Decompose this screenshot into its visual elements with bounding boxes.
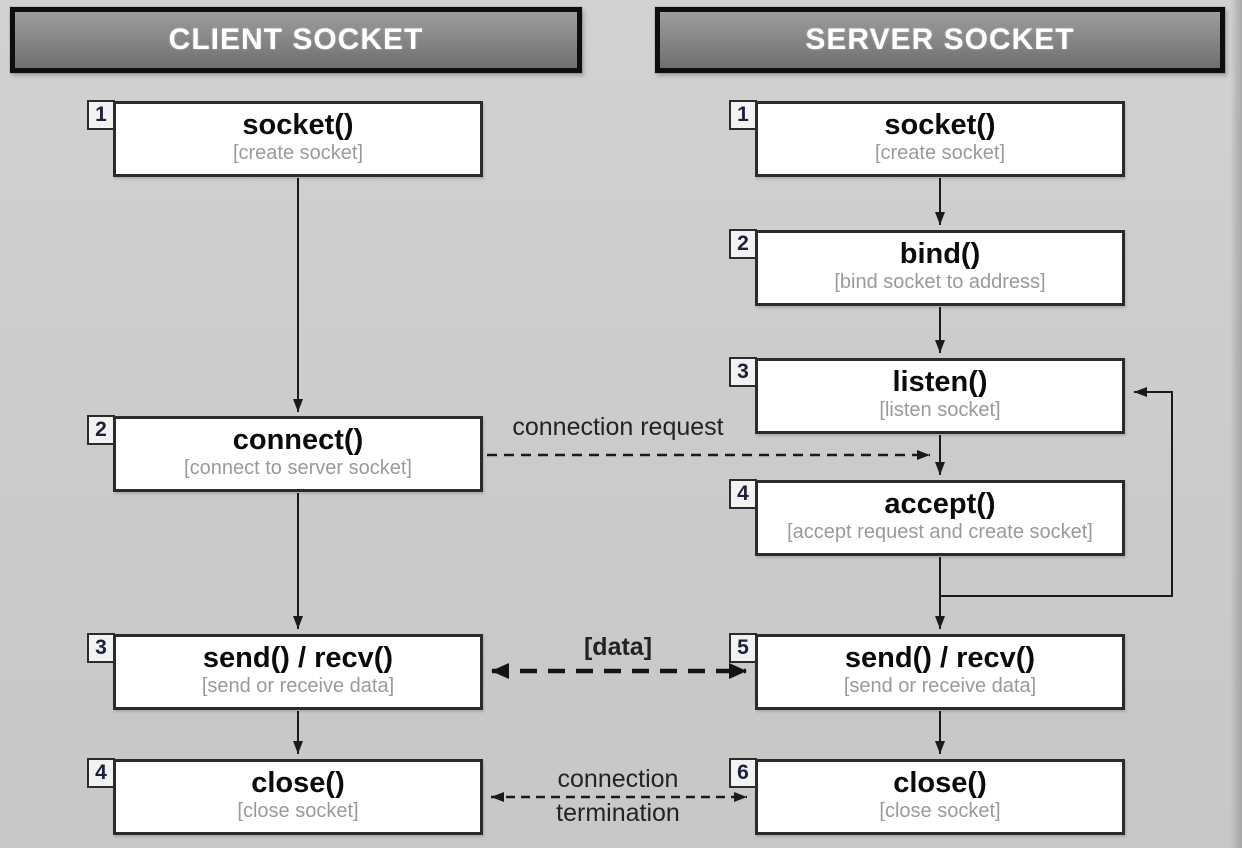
connection-request-label: connection request — [512, 413, 724, 441]
function-name: close() — [893, 767, 987, 799]
function-caption: [bind socket to address] — [834, 271, 1046, 293]
function-caption: [connect to server socket] — [184, 457, 412, 479]
step-number-tab: 2 — [87, 415, 115, 445]
function-name: send() / recv() — [202, 642, 394, 674]
client-socket-header: CLIENT SOCKET — [10, 7, 582, 73]
step-number-tab: 3 — [87, 633, 115, 663]
function-name: send() / recv() — [844, 642, 1036, 674]
function-caption: [accept request and create socket] — [787, 521, 1093, 543]
right-edge-shade — [1230, 0, 1242, 848]
function-caption: [close socket] — [237, 800, 359, 822]
step-number-tab: 4 — [87, 758, 115, 788]
step-number-tab: 2 — [729, 229, 757, 259]
termination-label-line2: termination — [556, 799, 680, 827]
function-caption: [listen socket] — [879, 399, 1001, 421]
termination-label-line1: connection — [557, 765, 679, 793]
function-caption: [create socket] — [232, 142, 364, 164]
client-step-send-recv: 3 send() / recv() [send or receive data] — [87, 633, 483, 710]
server-step-send-recv: 5 send() / recv() [send or receive data] — [729, 633, 1125, 710]
step-number-tab: 1 — [87, 100, 115, 130]
function-name: connect() — [232, 424, 364, 456]
function-caption: [send or receive data] — [843, 675, 1037, 697]
step-number-tab: 5 — [729, 633, 757, 663]
function-name: bind() — [899, 238, 981, 270]
function-name: socket() — [242, 109, 354, 141]
function-name: socket() — [884, 109, 996, 141]
server-step-close: 6 close() [close socket] — [729, 758, 1125, 835]
step-number-tab: 6 — [729, 758, 757, 788]
data-label: [data] — [583, 633, 653, 661]
step-number-tab: 4 — [729, 479, 757, 509]
function-caption: [create socket] — [874, 142, 1006, 164]
client-step-socket: 1 socket() [create socket] — [87, 100, 483, 177]
server-step-socket: 1 socket() [create socket] — [729, 100, 1125, 177]
client-step-close: 4 close() [close socket] — [87, 758, 483, 835]
server-step-listen: 3 listen() [listen socket] — [729, 357, 1125, 434]
server-step-accept: 4 accept() [accept request and create so… — [729, 479, 1125, 556]
function-name: close() — [251, 767, 345, 799]
function-caption: [send or receive data] — [201, 675, 395, 697]
step-number-tab: 3 — [729, 357, 757, 387]
function-name: accept() — [884, 488, 996, 520]
server-step-bind: 2 bind() [bind socket to address] — [729, 229, 1125, 306]
function-name: listen() — [892, 366, 988, 398]
step-number-tab: 1 — [729, 100, 757, 130]
function-caption: [close socket] — [879, 800, 1001, 822]
server-socket-header: SERVER SOCKET — [655, 7, 1225, 73]
client-step-connect: 2 connect() [connect to server socket] — [87, 415, 483, 492]
